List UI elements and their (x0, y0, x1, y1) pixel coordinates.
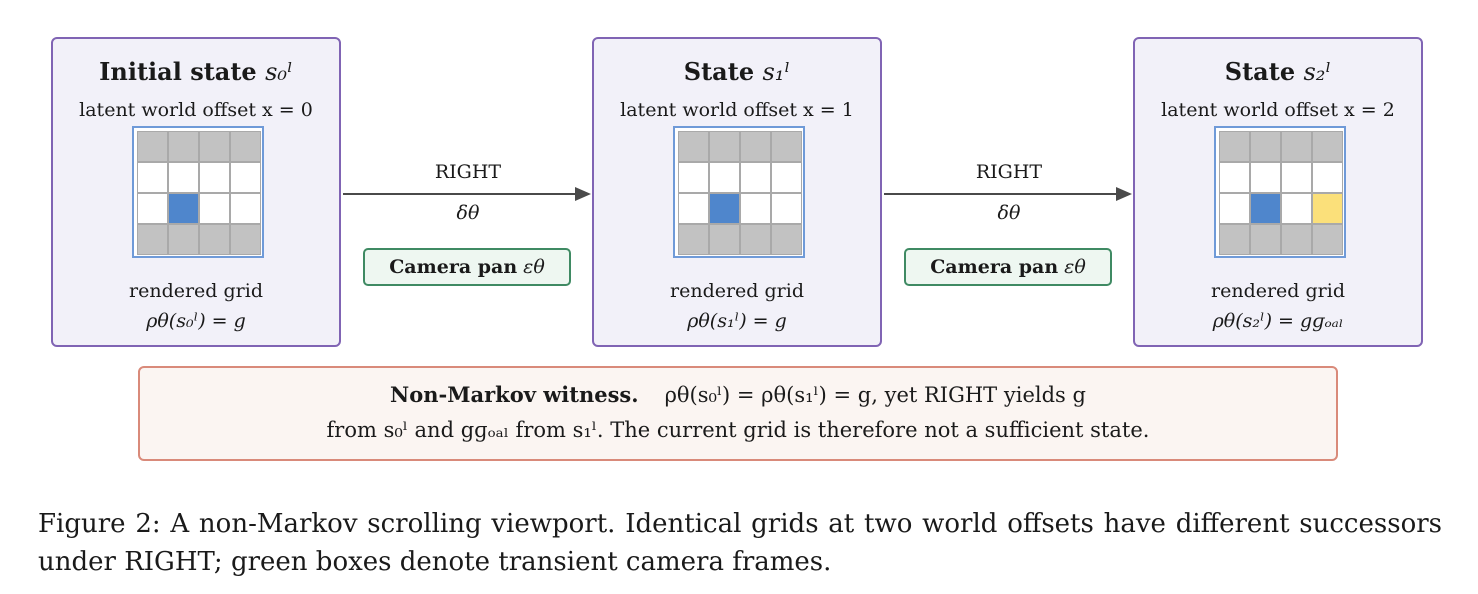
grid-cell-empty (1219, 193, 1250, 224)
rendered-grid-frame (1214, 126, 1346, 258)
state-title-text: State (1224, 57, 1296, 86)
grid-cell-empty (740, 162, 771, 193)
grid-cell-empty (678, 193, 709, 224)
grid-cell-wall (1219, 224, 1250, 255)
grid-cell-wall (1219, 131, 1250, 162)
transition-arrow-head-icon (575, 187, 591, 201)
grid-cell-wall (678, 131, 709, 162)
rendered-grid-frame (673, 126, 805, 258)
transition-arrow-head-icon (1116, 187, 1132, 201)
grid-cell-wall (771, 224, 802, 255)
delta-label: δθ (456, 202, 480, 224)
state-title: Initial state s₀ˡ (53, 57, 339, 86)
render-equation: ρθ(s₂ˡ) = gɡₒₐₗ (1212, 310, 1344, 332)
delta-label: δθ (997, 202, 1021, 224)
grid-cell-agent (1250, 193, 1281, 224)
camera-pan-label: Camera pan (930, 256, 1059, 278)
grid-cell-empty (678, 162, 709, 193)
grid-cell-wall (137, 224, 168, 255)
figure-caption: Figure 2: A non-Markov scrolling viewpor… (38, 509, 1442, 577)
grid-cell-wall (137, 131, 168, 162)
grid-cell-empty (1281, 193, 1312, 224)
grid-cell-wall (230, 131, 261, 162)
witness-lead: Non-Markov witness. (390, 382, 639, 407)
witness-line-1: Non-Markov witness. ρθ(s₀ˡ) = ρθ(s₁ˡ) = g… (140, 382, 1336, 407)
grid-cell-goal (1312, 193, 1343, 224)
grid-cell-empty (199, 162, 230, 193)
grid-cell-wall (168, 224, 199, 255)
witness-line-2: from s₀ˡ and gɡₒₐₗ from s₁ˡ. The current… (326, 418, 1150, 442)
state-title-math: s₂ˡ (1303, 58, 1332, 86)
grid-cell-wall (168, 131, 199, 162)
grid-cell-empty (771, 162, 802, 193)
non-markov-witness-box: Non-Markov witness. ρθ(s₀ˡ) = ρθ(s₁ˡ) = g… (138, 366, 1338, 461)
grid-cell-empty (230, 193, 261, 224)
grid-cell-wall (1281, 224, 1312, 255)
camera-pan-label: Camera pan (389, 256, 518, 278)
rendered-grid-label: rendered grid (129, 280, 263, 302)
state-title-math: s₀ˡ (265, 58, 293, 86)
transition-arrow-line (343, 193, 577, 195)
rendered-grid (1219, 131, 1343, 255)
grid-cell-empty (740, 193, 771, 224)
grid-cell-empty (1219, 162, 1250, 193)
render-equation: ρθ(s₀ˡ) = g (146, 310, 246, 332)
grid-cell-empty (199, 193, 230, 224)
rendered-grid-frame (132, 126, 264, 258)
rendered-grid-label: rendered grid (1211, 280, 1345, 302)
grid-cell-empty (709, 162, 740, 193)
grid-cell-empty (137, 162, 168, 193)
grid-cell-empty (230, 162, 261, 193)
grid-cell-wall (709, 224, 740, 255)
grid-cell-wall (199, 224, 230, 255)
grid-cell-empty (1281, 162, 1312, 193)
state-title-text: Initial state (99, 57, 257, 86)
grid-cell-wall (1250, 224, 1281, 255)
grid-cell-wall (1281, 131, 1312, 162)
transition-arrow-line (884, 193, 1118, 195)
rendered-grid (678, 131, 802, 255)
action-label: RIGHT (434, 161, 502, 183)
action-label: RIGHT (975, 161, 1043, 183)
state-title-text: State (683, 57, 755, 86)
grid-cell-empty (1250, 162, 1281, 193)
grid-cell-wall (740, 131, 771, 162)
camera-pan-math: εθ (1064, 256, 1086, 278)
grid-cell-wall (199, 131, 230, 162)
state-box-initial: Initial state s₀ˡ latent world offset x … (51, 37, 341, 347)
camera-pan-math: εθ (523, 256, 545, 278)
grid-cell-agent (709, 193, 740, 224)
grid-cell-wall (230, 224, 261, 255)
witness-line-1-text: ρθ(s₀ˡ) = ρθ(s₁ˡ) = g, yet RIGHT yields … (664, 383, 1086, 407)
grid-cell-empty (137, 193, 168, 224)
state-box-s1: State s₁ˡ latent world offset x = 1 rend… (592, 37, 882, 347)
grid-cell-agent (168, 193, 199, 224)
render-equation: ρθ(s₁ˡ) = g (687, 310, 787, 332)
grid-cell-wall (678, 224, 709, 255)
grid-cell-wall (1250, 131, 1281, 162)
rendered-grid (137, 131, 261, 255)
grid-cell-wall (1312, 131, 1343, 162)
grid-cell-wall (740, 224, 771, 255)
state-box-s2: State s₂ˡ latent world offset x = 2 rend… (1133, 37, 1423, 347)
state-title: State s₁ˡ (594, 57, 880, 86)
grid-cell-wall (709, 131, 740, 162)
grid-cell-wall (1312, 224, 1343, 255)
grid-cell-wall (771, 131, 802, 162)
world-offset-label: latent world offset x = 2 (1161, 99, 1395, 121)
world-offset-label: latent world offset x = 0 (79, 99, 313, 121)
world-offset-label: latent world offset x = 1 (620, 99, 854, 121)
grid-cell-empty (168, 162, 199, 193)
grid-cell-empty (771, 193, 802, 224)
rendered-grid-label: rendered grid (670, 280, 804, 302)
grid-cell-empty (1312, 162, 1343, 193)
state-title: State s₂ˡ (1135, 57, 1421, 86)
state-title-math: s₁ˡ (762, 58, 791, 86)
